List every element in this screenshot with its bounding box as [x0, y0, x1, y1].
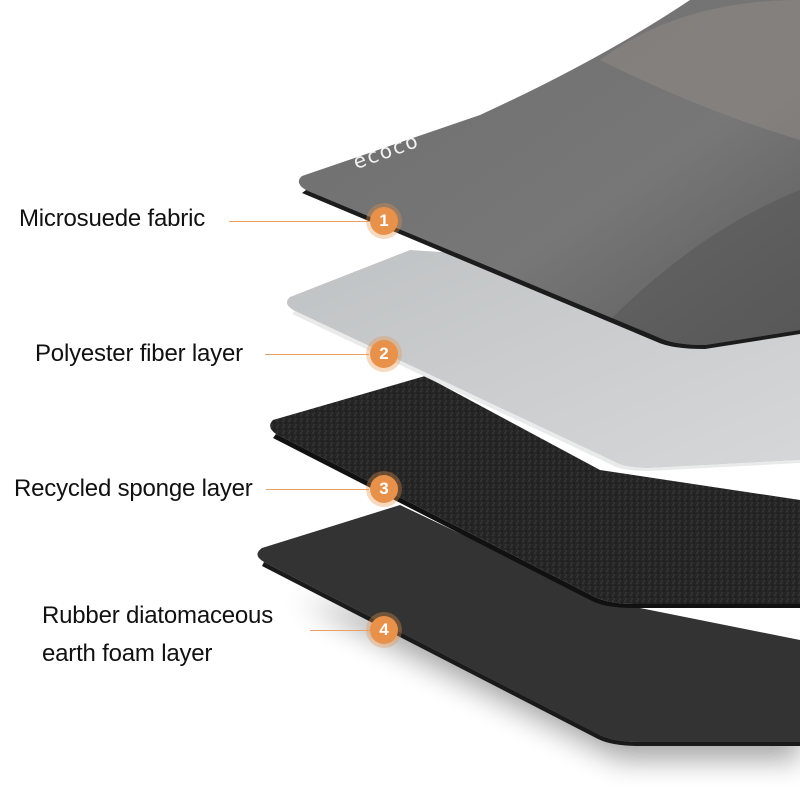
layer-1-leader-line [229, 221, 369, 222]
layer-3-sponge [270, 376, 800, 604]
layer-1-number-badge: 1 [370, 207, 398, 235]
layer-3-label: Recycled sponge layer [14, 475, 253, 502]
layer-4-label-line2: earth foam layer [42, 640, 213, 667]
layer-4-number-badge: 4 [370, 616, 398, 644]
layer-3-leader-line [266, 489, 369, 490]
layer-1-label: Microsuede fabric [19, 205, 206, 232]
layer-2-label: Polyester fiber layer [35, 340, 243, 367]
layer-4-label-line1: Rubber diatomaceous [42, 602, 274, 629]
layer-3-number-badge: 3 [370, 475, 398, 503]
layer-2-leader-line [265, 354, 369, 355]
layer-4-rubber [257, 505, 800, 742]
layer-2-number-badge: 2 [370, 340, 398, 368]
layer-4-leader-line [310, 630, 370, 631]
